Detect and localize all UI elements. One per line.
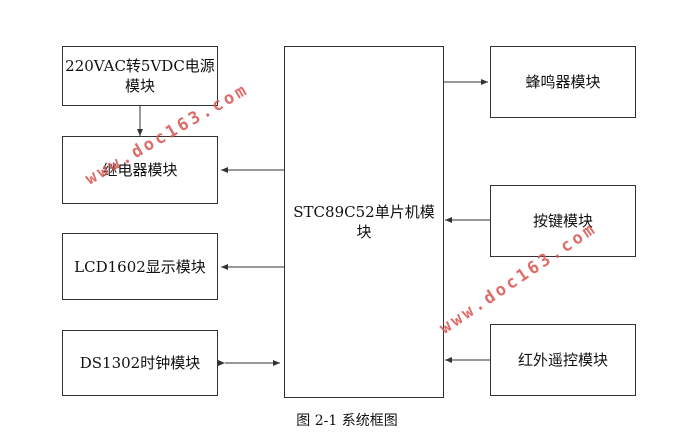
power-module-label-line2: 模块 [124,77,155,95]
power-module-box: 220VAC转5VDC电源 模块 [62,46,218,106]
relay-module-label: 继电器模块 [102,161,178,179]
ir-module-box: 红外遥控模块 [490,324,636,396]
mcu-module-label-line1: STC89C52单片机模 [293,203,435,221]
keys-module-box: 按键模块 [490,185,636,257]
buzzer-module-label: 蜂鸣器模块 [525,73,601,91]
figure-caption: 图 2-1 系统框图 [296,413,398,429]
lcd-module-label: LCD1602显示模块 [74,257,206,276]
mcu-module-box: STC89C52单片机模 块 [284,46,444,398]
relay-module-box: 继电器模块 [62,136,218,204]
clock-module-box: DS1302时钟模块 [62,330,218,396]
buzzer-module-box: 蜂鸣器模块 [490,46,636,118]
keys-module-label: 按键模块 [532,212,593,230]
clock-module-label: DS1302时钟模块 [79,354,201,372]
mcu-module-label-line2: 块 [356,223,372,241]
lcd-module-box: LCD1602显示模块 [62,233,218,300]
power-module-label-line1: 220VAC转5VDC电源 [65,57,215,75]
ir-module-label: 红外遥控模块 [517,351,608,369]
